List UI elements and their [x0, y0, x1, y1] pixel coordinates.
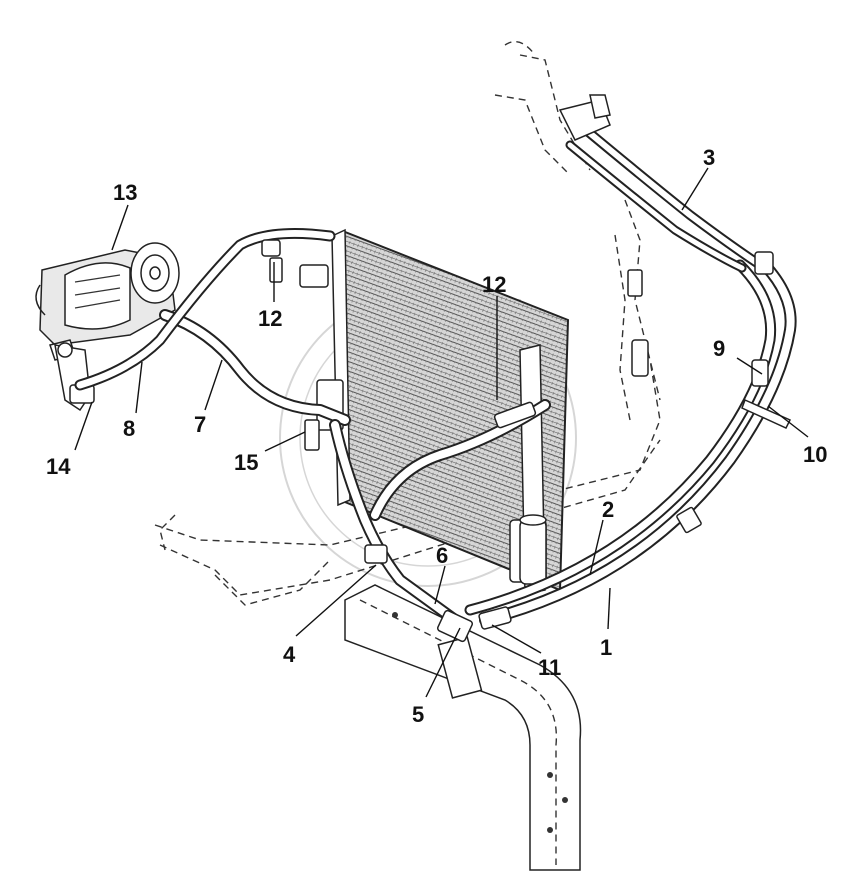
callout-2: 2: [602, 497, 614, 522]
compressor: [35, 242, 180, 412]
callout-12-right: 12: [482, 272, 506, 297]
callout-labels: 13 3 12 12 9 10 8 7 14 15 2 6 4 1 11 5: [46, 145, 827, 727]
tube-3: [558, 94, 774, 275]
callout-15: 15: [234, 450, 258, 475]
leader-lines: [74, 167, 809, 698]
receiver-drier: [519, 514, 547, 585]
callout-1: 1: [600, 635, 612, 660]
callout-9: 9: [713, 336, 725, 361]
hose-suction-7: [159, 309, 351, 426]
mounting-bracket: [344, 584, 582, 871]
hose-pair-1-2: [464, 254, 797, 626]
callout-11: 11: [538, 655, 561, 680]
callout-10: 10: [803, 442, 827, 467]
callout-7: 7: [194, 412, 206, 437]
callout-6: 6: [436, 543, 448, 568]
callout-12-left: 12: [258, 306, 282, 331]
hose-condenser-drop: [329, 419, 461, 626]
callout-14: 14: [46, 454, 71, 479]
hose-discharge-8: [74, 227, 336, 391]
callout-5: 5: [412, 702, 424, 727]
callout-8: 8: [123, 416, 135, 441]
callout-13: 13: [113, 180, 137, 205]
callout-3: 3: [703, 145, 715, 170]
callout-4: 4: [283, 642, 296, 667]
